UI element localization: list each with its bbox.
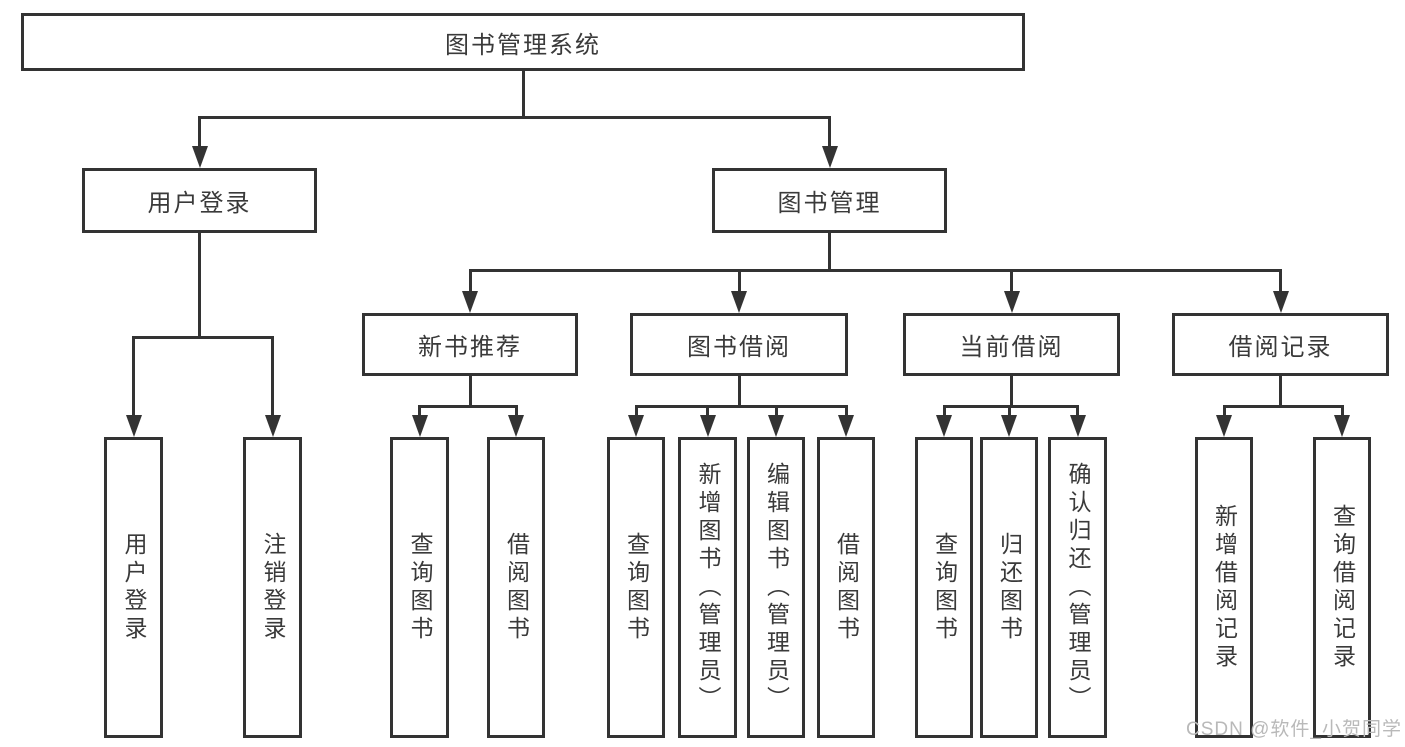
arrowhead-icon xyxy=(462,291,478,313)
connector-line xyxy=(418,406,421,415)
arrowhead-icon xyxy=(411,415,428,437)
connector-line xyxy=(132,337,135,415)
leaf-query-borrow-record: 查询借阅记录 xyxy=(1313,437,1371,738)
leaf-user-login: 用户登录 xyxy=(104,437,163,738)
connector-line xyxy=(942,404,1079,408)
connector-line xyxy=(1076,406,1079,415)
leaf-confirm-return-admin: 确认归还（管理员） xyxy=(1048,437,1107,738)
connector-line xyxy=(1010,270,1013,291)
connector-line xyxy=(1279,270,1282,291)
connector-line xyxy=(844,406,848,415)
connector-line xyxy=(418,404,518,408)
connector-line xyxy=(1340,406,1344,415)
arrowhead-icon xyxy=(1003,291,1020,313)
connector-line xyxy=(737,376,741,406)
connector-line xyxy=(198,233,201,337)
connector-line xyxy=(198,115,831,119)
arrowhead-icon xyxy=(768,415,784,437)
leaf-add-book-admin: 新增图书（管理员） xyxy=(678,437,737,738)
connector-line xyxy=(828,233,831,270)
connector-line xyxy=(1010,376,1013,406)
arrowhead-icon xyxy=(628,415,644,437)
leaf-query-book-2: 查询图书 xyxy=(607,437,665,738)
arrowhead-icon xyxy=(1001,415,1017,437)
connector-line xyxy=(468,376,472,406)
arrowhead-icon xyxy=(125,415,142,437)
watermark: CSDN @软件_小贺同学 xyxy=(1186,719,1402,740)
leaf-edit-book-admin: 编辑图书（管理员） xyxy=(747,437,805,738)
arrowhead-icon xyxy=(191,146,208,168)
arrowhead-icon xyxy=(508,415,524,437)
leaf-return-book: 归还图书 xyxy=(980,437,1038,738)
connector-line xyxy=(1222,404,1344,408)
arrowhead-icon xyxy=(731,291,747,313)
connector-line xyxy=(774,406,778,415)
connector-line xyxy=(634,406,638,415)
connector-line xyxy=(1222,406,1226,415)
leaf-add-borrow-record: 新增借阅记录 xyxy=(1195,437,1253,738)
connector-line xyxy=(132,335,274,339)
connector-line xyxy=(1007,406,1011,415)
connector-line xyxy=(828,117,831,146)
arrowhead-icon xyxy=(1216,415,1232,437)
leaf-query-book-1: 查询图书 xyxy=(390,437,449,738)
arrowhead-icon xyxy=(936,415,952,437)
node-new-book-recommend: 新书推荐 xyxy=(362,313,578,376)
connector-line xyxy=(737,270,741,291)
connector-line xyxy=(468,270,472,291)
arrowhead-icon xyxy=(699,415,716,437)
leaf-query-book-3: 查询图书 xyxy=(915,437,973,738)
arrowhead-icon xyxy=(821,146,838,168)
connector-line xyxy=(198,117,201,146)
connector-line xyxy=(1279,376,1282,406)
connector-line xyxy=(634,404,848,408)
connector-line xyxy=(942,406,946,415)
node-library-system: 图书管理系统 xyxy=(21,13,1025,71)
leaf-borrow-book-1: 借阅图书 xyxy=(487,437,545,738)
arrowhead-icon xyxy=(264,415,281,437)
leaf-borrow-book-2: 借阅图书 xyxy=(817,437,875,738)
arrowhead-icon xyxy=(1334,415,1350,437)
node-user-login: 用户登录 xyxy=(82,168,317,233)
node-borrow-record: 借阅记录 xyxy=(1172,313,1389,376)
arrowhead-icon xyxy=(1069,415,1086,437)
node-current-borrow: 当前借阅 xyxy=(903,313,1120,376)
connector-line xyxy=(271,337,274,415)
arrowhead-icon xyxy=(1272,291,1289,313)
connector-line xyxy=(706,406,709,415)
connector-line xyxy=(521,71,525,117)
leaf-logout-login: 注销登录 xyxy=(243,437,302,738)
connector-line xyxy=(514,406,518,415)
connector-line xyxy=(468,268,1282,272)
node-book-borrow: 图书借阅 xyxy=(630,313,848,376)
arrowhead-icon xyxy=(838,415,854,437)
node-book-management: 图书管理 xyxy=(712,168,947,233)
